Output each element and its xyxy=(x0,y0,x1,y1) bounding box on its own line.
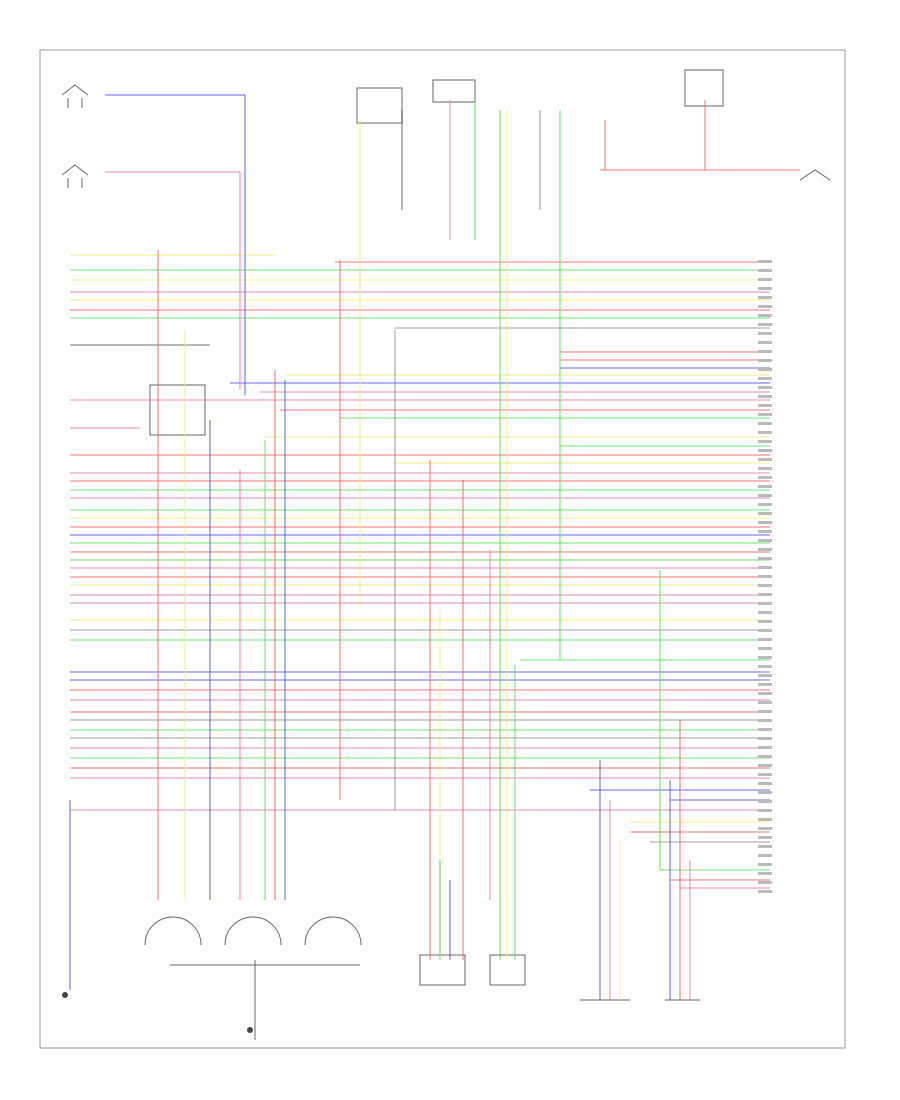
component-outlines xyxy=(61,69,831,1033)
transmission-switch-top xyxy=(61,84,89,108)
connector-pin xyxy=(758,521,772,524)
connector-pin xyxy=(758,800,772,803)
connector-pin xyxy=(758,503,772,506)
connector-pin xyxy=(758,674,772,677)
shift-solenoid-box xyxy=(419,954,466,986)
connector-pin xyxy=(758,467,772,470)
connector-pin xyxy=(758,755,772,758)
connector-pin xyxy=(758,566,772,569)
connector-pin xyxy=(758,359,772,362)
speed-sensor-2 xyxy=(224,916,282,946)
connector-pin xyxy=(758,773,772,776)
connector-pin xyxy=(758,530,772,533)
connector-pin xyxy=(758,791,772,794)
connector-pin xyxy=(758,386,772,389)
connector-pin xyxy=(758,809,772,812)
connector-pin xyxy=(758,620,772,623)
connector-pin xyxy=(758,575,772,578)
connector-pin xyxy=(758,287,772,290)
connector-pin xyxy=(758,377,772,380)
connector-pin xyxy=(758,836,772,839)
brake-switch xyxy=(799,169,831,181)
connector-pin xyxy=(758,827,772,830)
connector-pin xyxy=(758,449,772,452)
connector-pin xyxy=(758,440,772,443)
connector-pin xyxy=(758,485,772,488)
speed-sensor-1 xyxy=(144,916,202,946)
connector-pin xyxy=(758,557,772,560)
connector-pin xyxy=(758,584,772,587)
horizontal-wires xyxy=(70,94,800,889)
connector-pin xyxy=(758,278,772,281)
connector-pin xyxy=(758,494,772,497)
connector-pin xyxy=(758,881,772,884)
connector-pin xyxy=(758,404,772,407)
vertical-wires xyxy=(69,95,706,1040)
connector-pin xyxy=(758,647,772,650)
connector-pin xyxy=(758,710,772,713)
connector-pin xyxy=(758,296,772,299)
connector-pin xyxy=(758,890,772,893)
connector-pin xyxy=(758,512,772,515)
connector-pin xyxy=(758,413,772,416)
ground-symbol xyxy=(62,992,68,998)
connector-pin xyxy=(758,431,772,434)
connector-pin xyxy=(758,539,772,542)
connector-pin xyxy=(758,782,772,785)
connector-pin xyxy=(758,665,772,668)
connector-pin xyxy=(758,845,772,848)
connector-pin xyxy=(758,368,772,371)
speed-sensor-3 xyxy=(304,916,362,946)
diagram-frame xyxy=(39,49,846,1049)
connector-pin xyxy=(758,683,772,686)
connector-pin xyxy=(758,602,772,605)
connector-pin xyxy=(758,701,772,704)
connector-pin xyxy=(758,728,772,731)
connector-pin xyxy=(758,872,772,875)
connector-pin xyxy=(758,818,772,821)
fuse-block-right xyxy=(684,69,724,107)
connector-pin xyxy=(758,746,772,749)
connector-pin xyxy=(758,593,772,596)
sensor-box xyxy=(149,384,206,436)
connector-pin xyxy=(758,422,772,425)
connector-pin xyxy=(758,314,772,317)
connector-pin xyxy=(758,269,772,272)
connector-pin xyxy=(758,350,772,353)
connector-pin xyxy=(758,764,772,767)
connector-pin xyxy=(758,638,772,641)
connector-pin xyxy=(758,458,772,461)
connector-pin xyxy=(758,395,772,398)
transmission-switch-bottom xyxy=(61,164,89,188)
fuse-box xyxy=(432,79,476,103)
connector-pin xyxy=(758,332,772,335)
connector-pin xyxy=(758,548,772,551)
connector-pin xyxy=(758,863,772,866)
relay-box xyxy=(356,87,403,124)
connector-pin xyxy=(758,719,772,722)
connector-pin xyxy=(758,341,772,344)
connector-pin xyxy=(758,656,772,659)
connector-pins xyxy=(758,260,772,893)
connector-pin xyxy=(758,629,772,632)
connector-pin xyxy=(758,476,772,479)
ground-symbol-bottom xyxy=(247,1027,253,1033)
connector-pin xyxy=(758,737,772,740)
connector-pin xyxy=(758,260,772,263)
connector-pin xyxy=(758,611,772,614)
connector-pin xyxy=(758,854,772,857)
connector-pin xyxy=(758,323,772,326)
connector-pin xyxy=(758,305,772,308)
connector-pin xyxy=(758,692,772,695)
